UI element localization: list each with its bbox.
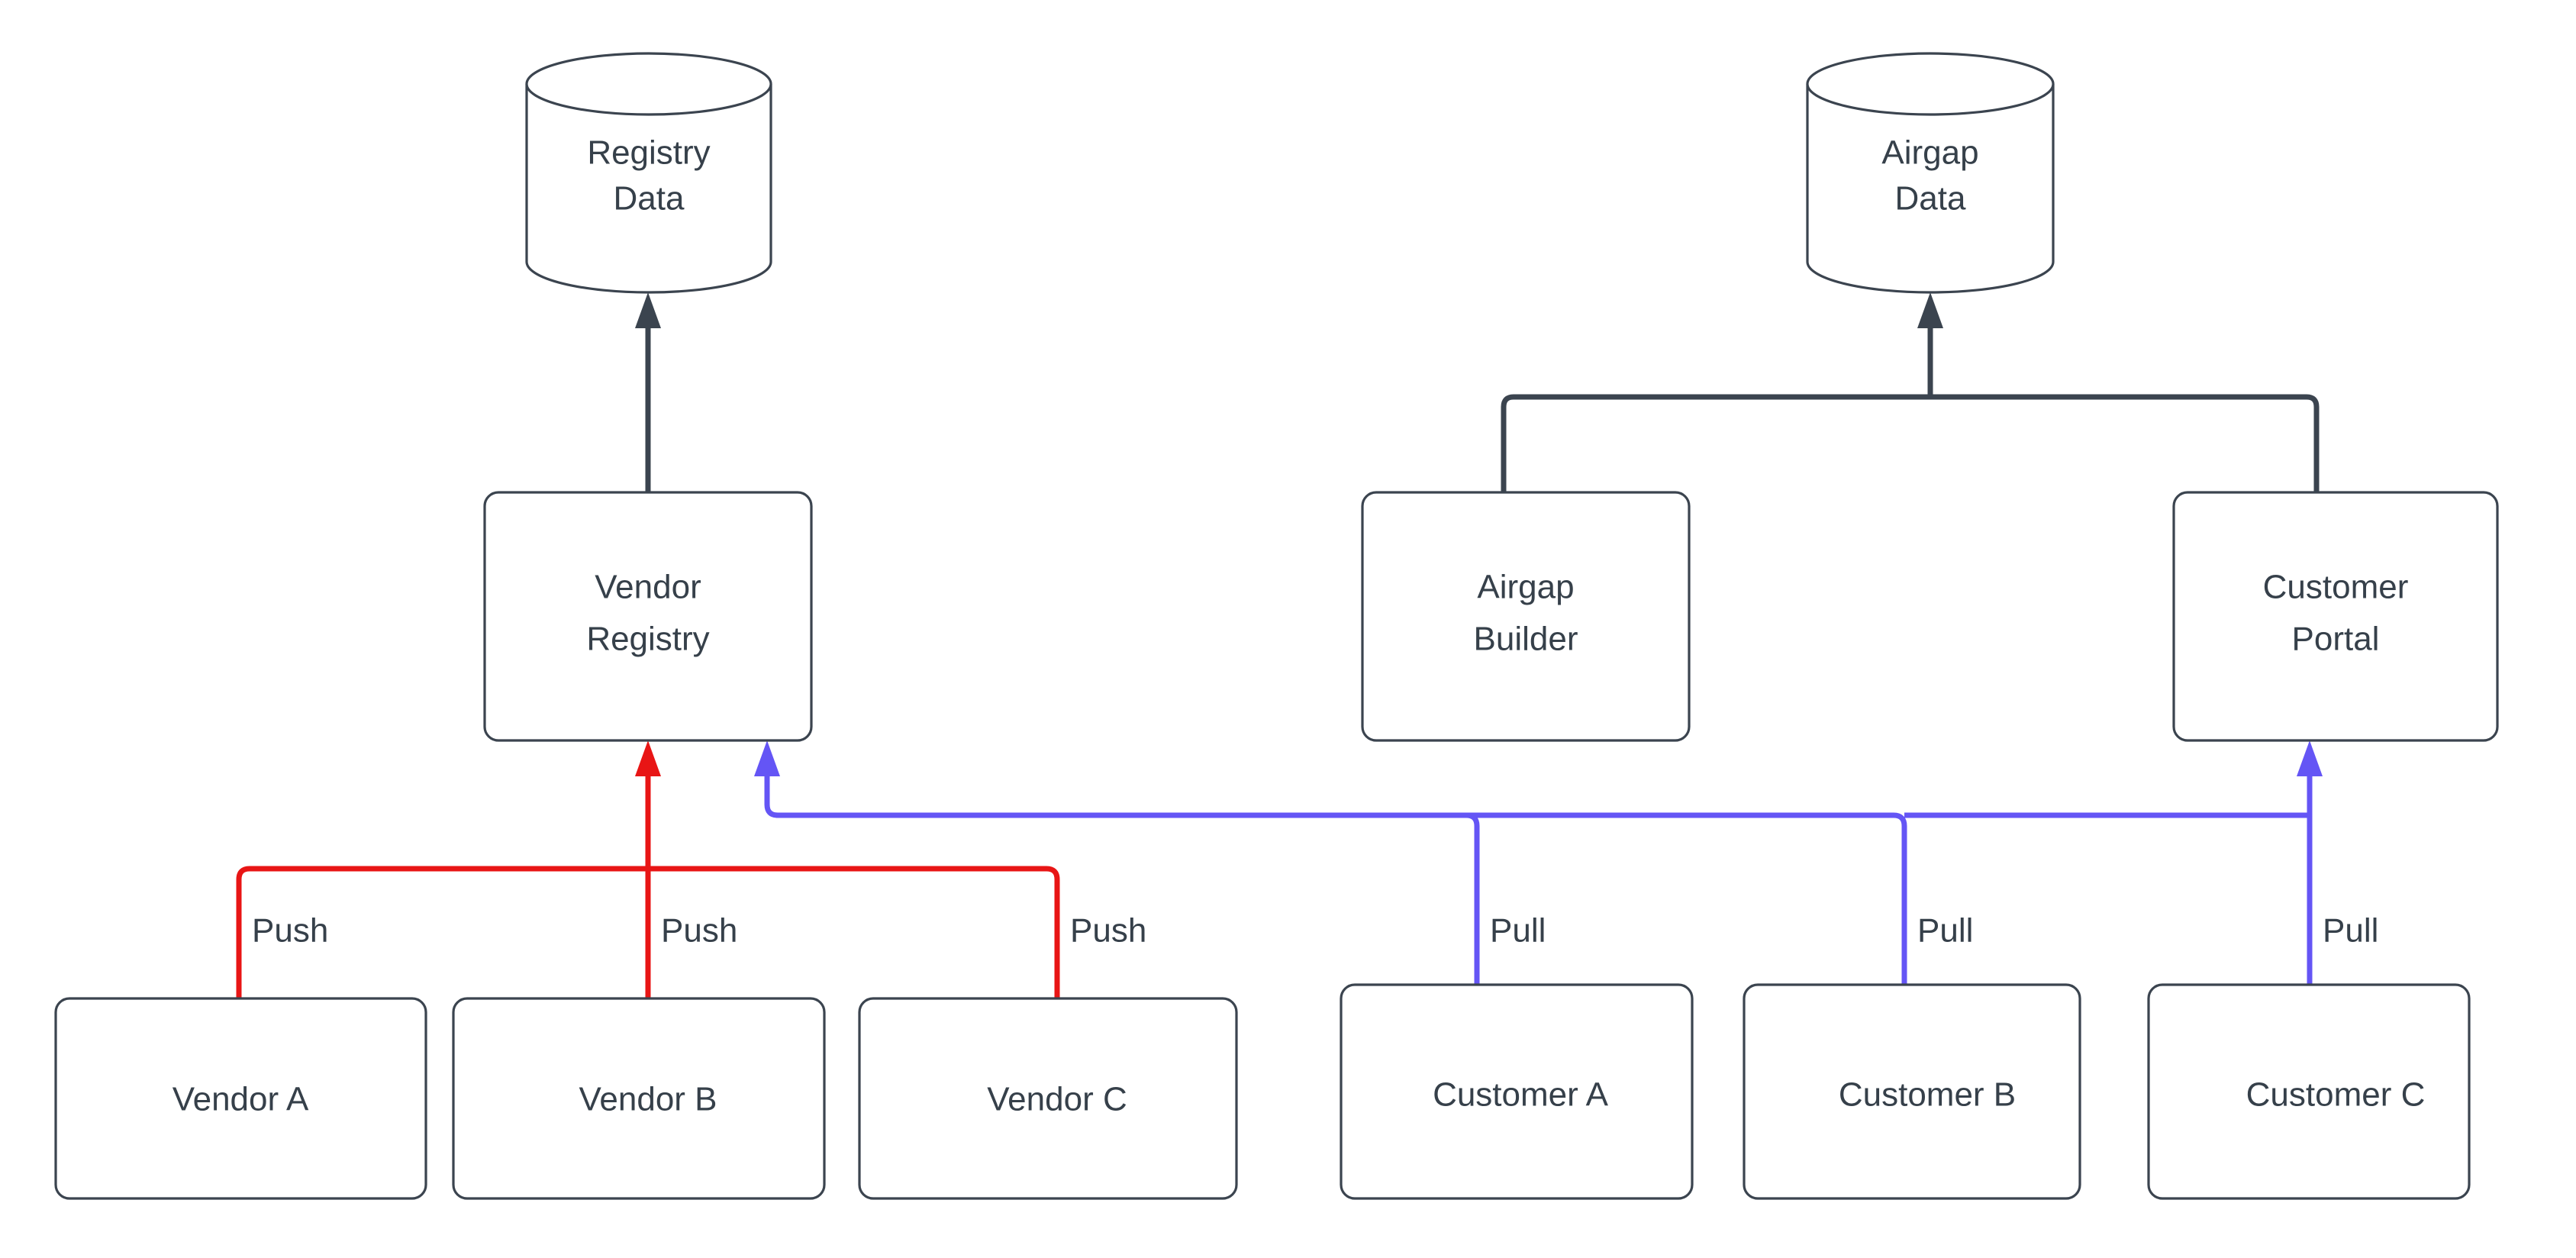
edge-label-pull-customer-b: Pull — [1917, 912, 1973, 950]
node-airgap-data[interactable]: Airgap Data — [1806, 52, 2055, 294]
edge-customer-b-to-vendor-registry — [778, 812, 1907, 985]
arrowhead-icon — [2297, 740, 2323, 776]
node-label-line2: Data — [614, 180, 685, 218]
edge-vendor-a-to-vendor-registry — [236, 866, 648, 998]
edge-line — [1501, 394, 1930, 492]
edge-airgap-riser — [1917, 292, 1943, 397]
node-label-line2: Data — [1895, 180, 1966, 218]
edge-line — [764, 763, 779, 818]
arrowhead-icon — [754, 740, 780, 776]
node-box — [858, 997, 1238, 1200]
node-label-line1: Customer A — [1433, 1076, 1609, 1114]
node-customer-b[interactable]: Customer B — [1743, 983, 2081, 1200]
edge-line — [778, 812, 1480, 985]
node-label-line1: Vendor B — [579, 1081, 717, 1118]
cylinder-body — [525, 84, 772, 294]
node-customer-portal[interactable]: Customer Portal — [2172, 491, 2499, 742]
node-label-line1: Vendor A — [172, 1081, 309, 1118]
node-customer-c[interactable]: Customer C — [2147, 983, 2471, 1200]
edge-customer-portal-to-airgap-data — [1930, 394, 2320, 492]
node-label-line2: Registry — [586, 621, 709, 658]
edge-label-pull-customer-a: Pull — [1490, 912, 1546, 950]
edge-vendor-c-to-vendor-registry — [648, 866, 1060, 998]
cylinder-top — [525, 52, 772, 116]
edge-vendor-registry-to-registry-data — [635, 292, 661, 492]
node-label-line1: Customer — [2263, 569, 2409, 606]
edge-line — [236, 866, 648, 998]
node-vendor-b[interactable]: Vendor B — [452, 997, 826, 1200]
node-box — [54, 997, 427, 1200]
node-box — [452, 997, 826, 1200]
arrowhead-icon — [1917, 292, 1943, 328]
node-box — [1743, 983, 2081, 1200]
node-label-line2: Portal — [2292, 621, 2380, 658]
node-vendor-registry[interactable]: Vendor Registry — [483, 491, 813, 742]
node-label-line1: Customer C — [2246, 1076, 2426, 1114]
edge-blue-trunk-to-vendor-registry — [754, 740, 780, 818]
node-box — [483, 491, 813, 742]
edge-customer-c-to-customer-portal — [2297, 740, 2323, 985]
arrowhead-icon — [635, 740, 661, 776]
edge-label-push-vendor-b: Push — [661, 912, 737, 950]
arrowhead-icon — [635, 292, 661, 328]
edge-customer-a-to-vendor-registry — [778, 812, 1480, 985]
edge-vendor-b-to-vendor-registry — [635, 740, 661, 998]
node-box — [2172, 491, 2499, 742]
node-customer-a[interactable]: Customer A — [1340, 983, 1694, 1200]
cylinder-body — [1806, 84, 2055, 294]
node-label-line1: Airgap — [1881, 134, 1978, 172]
node-label-line1: Vendor — [595, 569, 701, 606]
node-vendor-a[interactable]: Vendor A — [54, 997, 427, 1200]
edge-label-pull-customer-c: Pull — [2323, 912, 2378, 950]
node-label-line2: Builder — [1474, 621, 1578, 658]
edge-line — [1930, 394, 2320, 492]
edge-line — [648, 866, 1060, 998]
node-vendor-c[interactable]: Vendor C — [858, 997, 1238, 1200]
node-registry-data[interactable]: Registry Data — [525, 52, 772, 294]
node-label-line1: Customer B — [1839, 1076, 2016, 1114]
edge-label-push-vendor-c: Push — [1070, 912, 1146, 950]
node-label-line1: Airgap — [1477, 569, 1574, 606]
edge-airgap-builder-to-airgap-data — [1501, 394, 1930, 492]
cylinder-top — [1806, 52, 2055, 116]
node-label-line1: Vendor C — [987, 1081, 1127, 1118]
node-box — [1361, 491, 1691, 742]
node-box — [1340, 983, 1694, 1200]
node-box — [2147, 983, 2471, 1200]
node-label-line1: Registry — [587, 134, 710, 172]
edge-line — [778, 812, 1907, 985]
edge-label-push-vendor-a: Push — [252, 912, 328, 950]
node-airgap-builder[interactable]: Airgap Builder — [1361, 491, 1691, 742]
